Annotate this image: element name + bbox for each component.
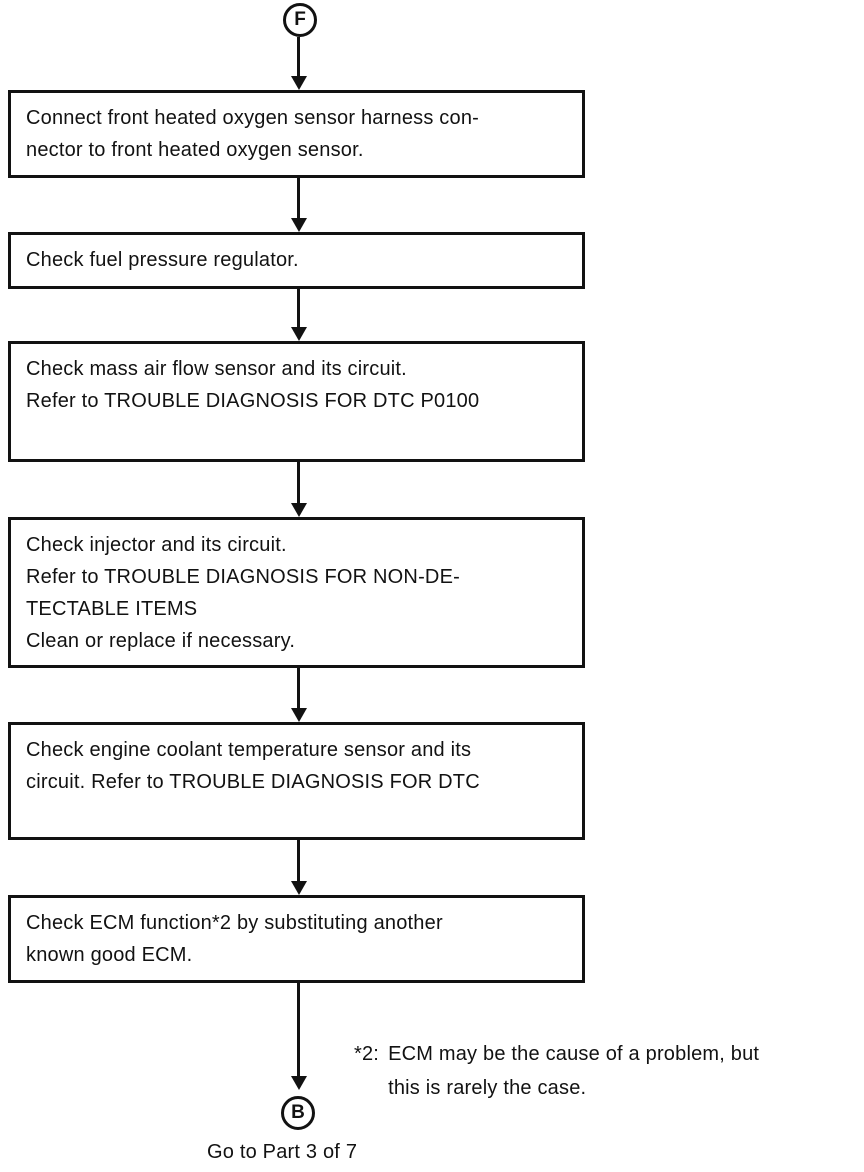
arrow-shaft — [297, 668, 300, 708]
goto-part-label: Go to Part 3 of 7 — [207, 1141, 358, 1163]
flow-step-check-maf-sensor: Check mass air flow sensor and its circu… — [8, 341, 585, 462]
start-connector-label: F — [294, 9, 306, 30]
arrowhead-icon — [290, 1076, 307, 1090]
flow-step-text-line: nector to front heated oxygen sensor. — [26, 139, 364, 161]
arrowhead-icon — [290, 327, 307, 341]
flow-step-text-line: Check fuel pressure regulator. — [26, 249, 299, 271]
flow-step-text-line: Check engine coolant temperature sensor … — [26, 739, 472, 761]
arrow-down-icon — [290, 462, 307, 517]
flow-step-text-line: TECTABLE ITEMS — [26, 598, 198, 620]
arrowhead-icon — [290, 881, 307, 895]
arrowhead-icon — [290, 708, 307, 722]
footnote-text-line: this is rarely the case. — [388, 1077, 587, 1099]
arrow-down-icon — [290, 983, 307, 1090]
arrow-shaft — [297, 37, 300, 76]
footnote-marker: *2: — [354, 1043, 380, 1065]
arrow-shaft — [297, 983, 300, 1076]
flow-step-connect-o2-sensor: Connect front heated oxygen sensor harne… — [8, 90, 585, 178]
arrow-down-icon — [290, 668, 307, 722]
arrow-down-icon — [290, 840, 307, 895]
arrow-down-icon — [290, 37, 307, 90]
start-connector-circle: F — [283, 3, 317, 37]
arrow-shaft — [297, 840, 300, 881]
footnote-text: ECM may be the cause of a problem, but t… — [388, 1037, 759, 1105]
arrow-shaft — [297, 178, 300, 218]
flow-step-check-injector: Check injector and its circuit. Refer to… — [8, 517, 585, 668]
footnote-text-line: ECM may be the cause of a problem, but — [388, 1043, 760, 1065]
flow-step-text-line: Check injector and its circuit. — [26, 534, 287, 556]
arrow-shaft — [297, 462, 300, 503]
arrowhead-icon — [290, 76, 307, 90]
footnote: *2: ECM may be the cause of a problem, b… — [354, 1037, 759, 1105]
arrow-down-icon — [290, 289, 307, 341]
flow-step-check-ect-sensor: Check engine coolant temperature sensor … — [8, 722, 585, 840]
end-connector-circle: B — [281, 1096, 315, 1130]
flow-step-check-ecm-function: Check ECM function*2 by substituting ano… — [8, 895, 585, 983]
flow-step-text-line: Refer to TROUBLE DIAGNOSIS FOR DTC P0100 — [26, 390, 480, 412]
arrow-down-icon — [290, 178, 307, 232]
arrowhead-icon — [290, 503, 307, 517]
arrowhead-icon — [290, 218, 307, 232]
arrow-shaft — [297, 289, 300, 327]
flow-step-check-fuel-pressure: Check fuel pressure regulator. — [8, 232, 585, 289]
flow-step-text-line: Refer to TROUBLE DIAGNOSIS FOR NON-DE- — [26, 566, 460, 588]
flow-step-text-line: Connect front heated oxygen sensor harne… — [26, 107, 480, 129]
end-connector-label: B — [291, 1102, 305, 1123]
flow-step-text-line: Check ECM function*2 by substituting ano… — [26, 912, 443, 934]
flow-step-text-line: Clean or replace if necessary. — [26, 630, 296, 652]
flow-step-text-line: known good ECM. — [26, 944, 193, 966]
flow-step-text-line: circuit. Refer to TROUBLE DIAGNOSIS FOR … — [26, 771, 480, 793]
flow-step-text-line: Check mass air flow sensor and its circu… — [26, 358, 407, 380]
